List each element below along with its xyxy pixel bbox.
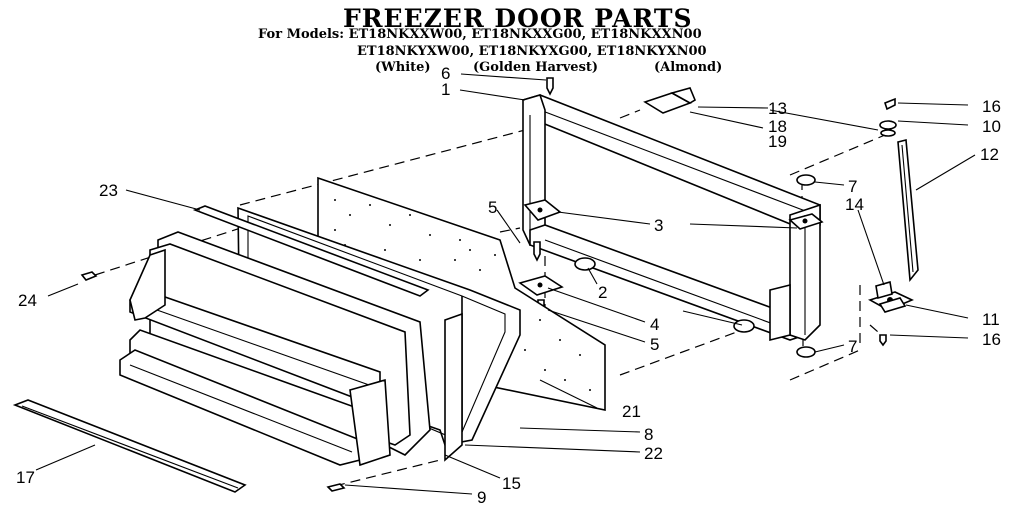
finish-white-text: (White) (375, 60, 431, 75)
callout-15: 15 (502, 474, 521, 493)
callout-9: 9 (477, 488, 486, 507)
models-line-2: ET18NKYXW00, ET18NKYXG00, ET18NKYXN00 (357, 44, 707, 59)
callout-18: 18 (768, 117, 787, 136)
models-list-2: ET18NKYXW00, ET18NKYXG00, ET18NKYXN00 (357, 44, 707, 59)
callout-5-upper: 5 (488, 198, 497, 217)
callout-13: 13 (768, 99, 787, 118)
callout-6: 6 (441, 64, 450, 83)
models-line-1: For Models: ET18NKXXW00, ET18NKXXG00, ET… (258, 27, 702, 42)
hinge-bracket-right (788, 213, 824, 230)
callout-17: 17 (16, 468, 35, 487)
hinge-bar (897, 138, 919, 283)
clip-part (875, 280, 907, 313)
callout-11: 11 (982, 310, 1000, 329)
door-frame (521, 94, 821, 342)
finish-almond: (Almond) (654, 60, 722, 75)
title-text: FREEZER DOOR PARTS (343, 4, 693, 33)
callout-23: 23 (99, 181, 118, 200)
callout-4: 4 (650, 315, 659, 334)
finish-golden-harvest: (Golden Harvest) (473, 60, 598, 75)
callout-16-upper: 16 (982, 97, 1001, 116)
callout-21: 21 (622, 402, 641, 421)
trim-strip (192, 205, 430, 297)
models-prefix: For Models: (258, 27, 345, 42)
callout-10: 10 (982, 117, 1001, 136)
pad-parts (574, 257, 755, 333)
leader-lines (35, 73, 976, 495)
washers (879, 120, 897, 137)
models-list-1: ET18NKXXW00, ET18NKXXG00, ET18NKXXN00 (348, 27, 702, 42)
finish-almond-text: (Almond) (654, 60, 723, 75)
callout-12: 12 (980, 145, 999, 164)
callout-7-lower: 7 (848, 337, 857, 356)
callout-22: 22 (644, 444, 663, 463)
callout-5-lower: 5 (650, 335, 659, 354)
hinge-bracket-left (518, 199, 564, 296)
callout-24: 24 (18, 291, 37, 310)
callout-8: 8 (644, 425, 653, 444)
finish-golden-harvest-text: (Golden Harvest) (473, 60, 599, 75)
callout-16-lower: 16 (982, 330, 1001, 349)
shelf-bar (12, 399, 247, 493)
finish-white: (White) (375, 60, 431, 75)
door-liner (119, 231, 431, 467)
callout-3: 3 (654, 216, 663, 235)
callout-7-upper: 7 (848, 177, 857, 196)
callout-19: 19 (768, 132, 787, 151)
callout-2: 2 (598, 283, 607, 302)
stop-bracket (643, 87, 697, 114)
part-callouts: 1 2 3 4 5 5 6 7 7 8 9 10 11 12 13 14 15 … (16, 64, 1001, 507)
callout-14: 14 (845, 195, 864, 214)
callout-1: 1 (441, 80, 450, 99)
roller-caps (796, 174, 816, 358)
